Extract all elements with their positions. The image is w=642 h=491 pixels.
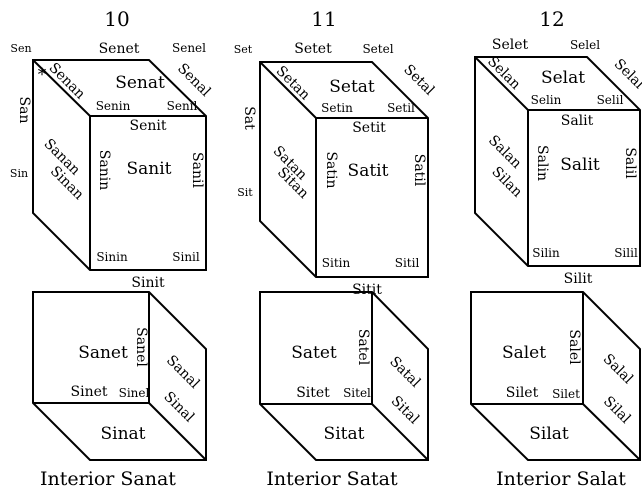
front-center-label: Sanit <box>127 159 172 179</box>
cube-number: 12 <box>539 7 564 31</box>
front-bottom-right-label: Silil <box>614 246 638 260</box>
cube-10: 10 Sen Senet Senel Senat Senan Senal * S… <box>10 7 214 291</box>
edge-left-label: Sat <box>241 106 257 130</box>
front-left-label: Sanin <box>96 150 112 190</box>
corner-top-right-label: Setel <box>362 42 393 56</box>
edge-top-label: Selet <box>492 37 529 53</box>
interior-caption: Interior Sanat <box>40 468 176 490</box>
side-lower-label: Silal <box>600 393 634 427</box>
inner-top-left-label: Selin <box>531 93 562 107</box>
cube-inner-edges <box>33 292 207 461</box>
front-bottom-left-label: Sitin <box>322 256 351 270</box>
front-top-label: Senit <box>130 118 167 134</box>
back-face-right-label: Sanel <box>133 327 149 367</box>
back-bottom-right-label: Silet <box>552 387 580 401</box>
face-top-label: Senat <box>115 73 165 93</box>
interior-caption: Interior Satat <box>266 468 398 490</box>
front-right-label: Satil <box>411 154 427 187</box>
front-center-label: Salit <box>560 155 600 175</box>
front-center-label: Satit <box>348 161 389 181</box>
back-bottom-left-label: Sinet <box>71 384 108 400</box>
edge-left-label: San <box>16 97 32 124</box>
front-top-label: Salit <box>561 113 594 129</box>
interior-cube-sanat: Sanet Sanel Sinet Sinel Sanal Sinal Sina… <box>32 291 207 490</box>
inner-top-right-label: Selil <box>597 93 624 107</box>
inner-top-left-label: Setin <box>321 101 353 115</box>
diag-left-label: Senan <box>46 60 89 103</box>
side-lower-label: Sital <box>388 393 423 428</box>
side-upper-label: Sanal <box>163 352 203 392</box>
cube-number: 10 <box>104 7 129 31</box>
floor-label: Sitat <box>324 424 365 444</box>
edge-bottom-label: Silit <box>564 271 593 287</box>
floor-label: Sinat <box>101 424 146 444</box>
cube-outline <box>474 56 641 267</box>
side-upper-label: Salal <box>600 351 637 388</box>
diag-right-label: Setal <box>400 62 437 99</box>
cube-number: 11 <box>311 7 336 31</box>
floor-label: Silat <box>529 424 569 444</box>
cube-11: 11 Set Setet Setel Setat Setan Setal Set… <box>234 7 438 298</box>
front-left-label: Salin <box>534 145 550 181</box>
back-face-right-label: Satel <box>355 329 371 366</box>
front-bottom-right-label: Sinil <box>172 250 200 264</box>
back-bottom-left-label: Sitet <box>296 385 330 401</box>
back-bottom-left-label: Silet <box>506 385 539 401</box>
face-left-label: Salan <box>485 132 524 171</box>
corner-bottom-left-label: Sit <box>237 186 253 199</box>
edge-bottom-label: Sinit <box>131 275 165 291</box>
back-bottom-right-label: Sitel <box>343 386 371 400</box>
front-top-label: Setit <box>352 120 386 136</box>
side-upper-label: Satal <box>386 354 423 391</box>
inner-top-right-label: Setil <box>387 101 415 115</box>
interior-cube-satat: Satet Satel Sitet Sitel Satal Sital Sita… <box>259 291 429 490</box>
edge-top-label: Senet <box>99 41 140 57</box>
inner-top-left-label: Senin <box>96 99 131 113</box>
face-top-label: Selat <box>541 68 585 88</box>
cube-inner-edges <box>260 292 429 461</box>
front-bottom-right-label: Sitil <box>395 256 420 270</box>
corner-marker: * <box>38 65 47 85</box>
interior-cube-salat: Salet Salel Silet Silet Salal Silal Sila… <box>470 291 641 490</box>
front-bottom-left-label: Silin <box>532 246 560 260</box>
front-bottom-left-label: Sinin <box>96 250 128 264</box>
back-face-right-label: Salel <box>566 329 582 365</box>
diag-right-label: Selal <box>611 56 642 93</box>
cube-12: 12 Selet Selel Selat Selan Selal Selin S… <box>474 7 642 287</box>
corner-bottom-left-label: Sin <box>10 167 28 180</box>
diag-bottom-label: Silan <box>488 164 525 201</box>
front-right-label: Salil <box>622 147 638 179</box>
cube-inner-edges <box>471 292 641 461</box>
edge-top-label: Setet <box>294 41 332 57</box>
face-top-label: Setat <box>329 77 375 97</box>
cube-inner-edges <box>259 61 428 277</box>
corner-top-left-label: Sen <box>10 42 31 55</box>
cube-outline <box>259 61 429 278</box>
edge-bottom-label: Sitit <box>352 282 382 298</box>
inner-top-right-label: Senil <box>167 99 198 113</box>
cube-outline <box>32 59 207 271</box>
corner-top-right-label: Selel <box>570 38 600 52</box>
corner-top-right-label: Senel <box>172 41 206 55</box>
back-face-label: Salet <box>502 343 546 363</box>
cube-inner-edges <box>32 59 206 270</box>
back-face-label: Satet <box>291 343 337 363</box>
diag-right-label: Senal <box>174 60 214 100</box>
diag-left-label: Setan <box>273 63 313 103</box>
front-right-label: Sanil <box>189 152 205 188</box>
back-face-label: Sanet <box>78 343 128 363</box>
cube-inner-edges <box>474 56 640 266</box>
interior-caption: Interior Salat <box>496 468 626 490</box>
front-left-label: Satin <box>323 151 339 188</box>
back-bottom-right-label: Sinel <box>119 386 150 400</box>
corner-top-left-label: Set <box>234 43 253 56</box>
